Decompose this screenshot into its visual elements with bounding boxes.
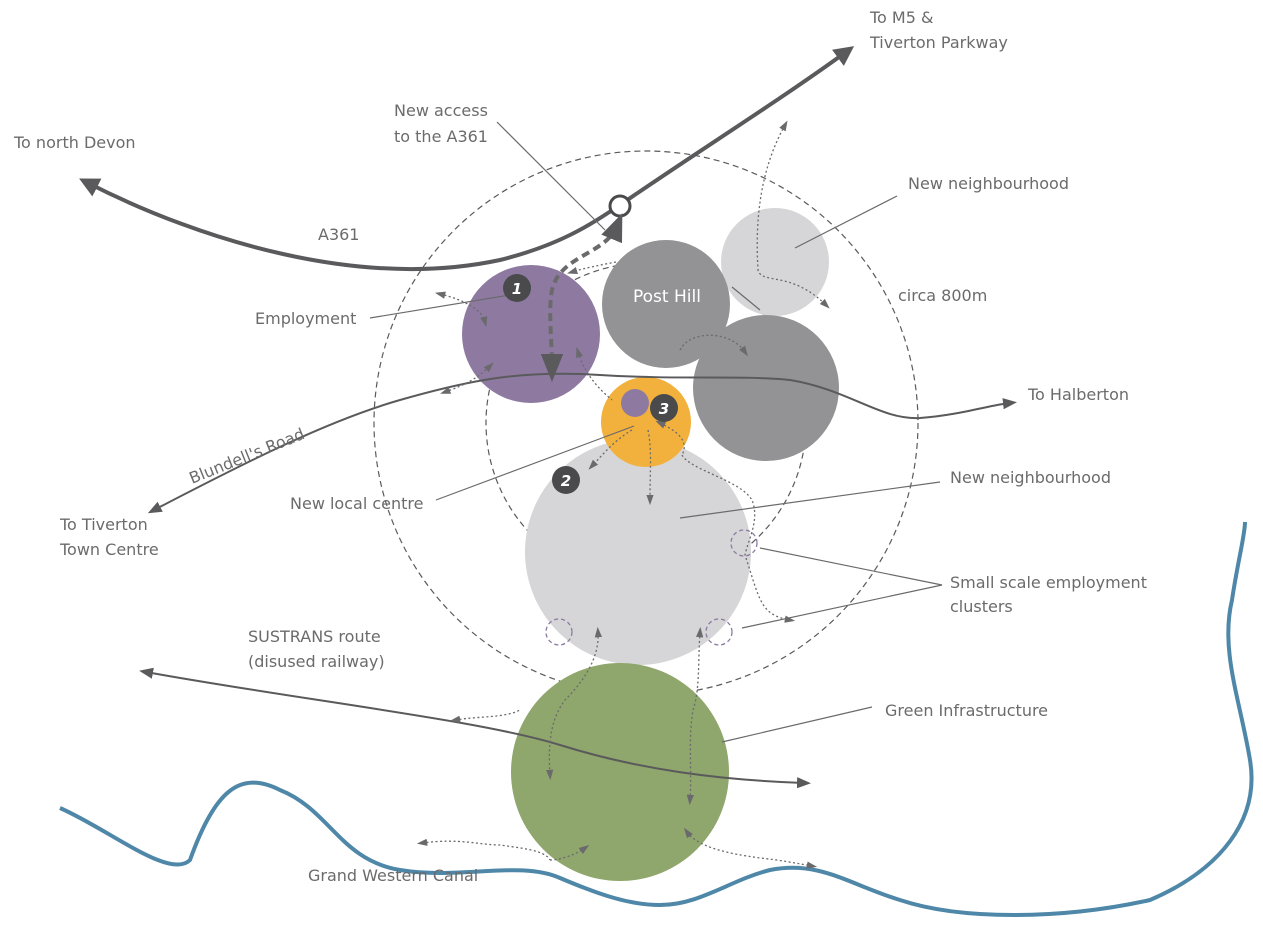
label-employment: Employment [255, 309, 356, 328]
label-to-tiverton: To Tiverton [59, 515, 148, 534]
svg-text:1: 1 [512, 280, 522, 298]
employment-circle [462, 265, 600, 403]
employment-cluster-southeast [705, 618, 733, 646]
label-new-neighbourhood-mid: New neighbourhood [950, 468, 1111, 487]
new-access-junction [608, 194, 632, 218]
label-small-scale-employment: Small scale employment [950, 573, 1147, 592]
marker-1: 1 [503, 274, 531, 302]
label-clusters: clusters [950, 597, 1013, 616]
label-disused-railway: (disused railway) [248, 652, 385, 671]
label-to-m5: To M5 & [869, 8, 933, 27]
label-circa-800m: circa 800m [898, 286, 987, 305]
label-to-the-a361: to the A361 [394, 127, 488, 146]
svg-text:3: 3 [659, 400, 669, 418]
new-neighbourhood-north [721, 208, 829, 316]
local-centre-circle [601, 377, 691, 467]
employment-cluster-east [730, 529, 758, 557]
neighbourhood-east-circle [693, 315, 839, 461]
label-town-centre: Town Centre [59, 540, 159, 559]
access-spur-route [540, 213, 623, 382]
svg-text:2: 2 [561, 472, 571, 490]
label-blundells-road: Blundell's Road [186, 424, 307, 488]
marker-2: 2 [552, 466, 580, 494]
label-to-north-devon: To north Devon [13, 133, 136, 152]
sustrans-route [139, 667, 811, 789]
label-grand-western-canal: Grand Western Canal [308, 866, 478, 885]
label-a361: A361 [318, 225, 359, 244]
post-hill-circle [602, 240, 730, 368]
dotted-routes [416, 120, 830, 869]
label-new-neighbourhood-top: New neighbourhood [908, 174, 1069, 193]
marker-3: 3 [650, 394, 678, 422]
label-new-local-centre: New local centre [290, 494, 423, 513]
label-sustrans-route: SUSTRANS route [248, 627, 381, 646]
label-to-halberton: To Halberton [1027, 385, 1129, 404]
label-new-access: New access [394, 101, 488, 120]
local-centre-employment-circle [621, 389, 649, 417]
leader-lines [369, 121, 943, 743]
label-post-hill: Post Hill [633, 287, 701, 307]
label-green-infrastructure: Green Infrastructure [885, 701, 1048, 720]
blundells-road [147, 372, 1017, 514]
label-tiverton-parkway: Tiverton Parkway [869, 33, 1008, 52]
